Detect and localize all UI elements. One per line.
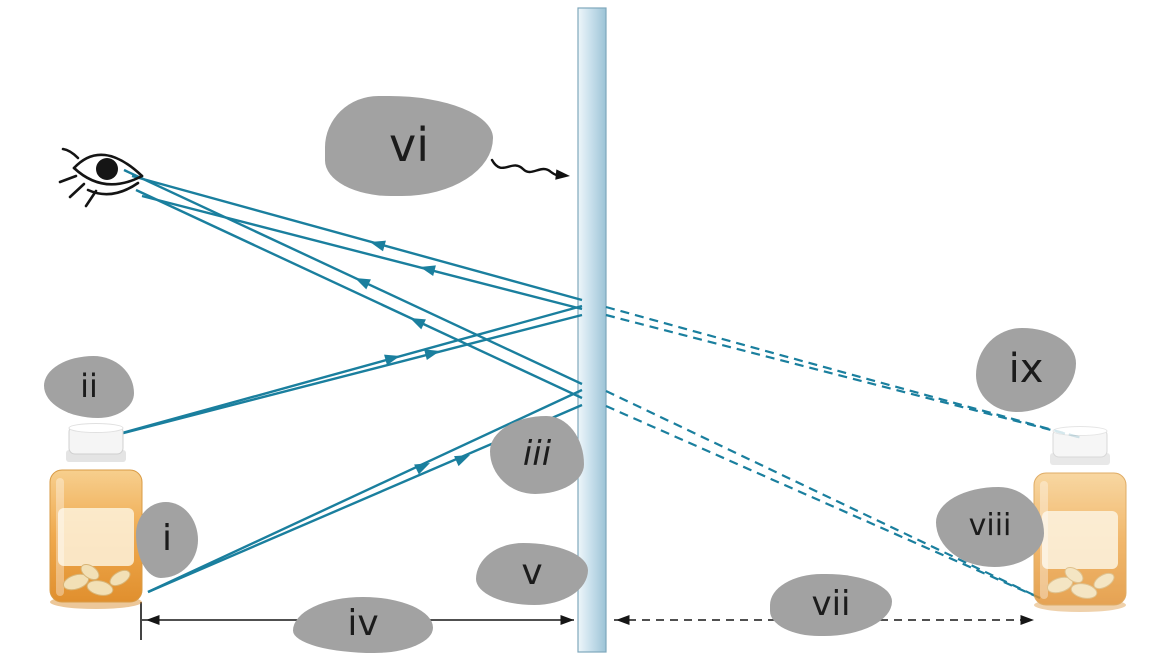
label-i: i — [136, 502, 198, 578]
object-bottle — [49, 423, 143, 610]
label-v: v — [476, 543, 588, 605]
virtual-ray-bottom-1 — [605, 390, 1041, 599]
reflected-ray-2 — [141, 194, 583, 311]
reflected-ray-4 — [135, 188, 583, 400]
label-iv: iv — [293, 597, 433, 653]
label-ix-text: ix — [1008, 346, 1044, 392]
eye-icon — [58, 147, 144, 208]
label-vi-text: vi — [388, 118, 429, 172]
label-ix: ix — [976, 328, 1076, 412]
label-v-text: v — [521, 552, 543, 593]
virtual-ray-top-2 — [605, 313, 1083, 440]
reflected-ray-1 — [131, 174, 583, 302]
label-vii: vii — [770, 574, 892, 636]
label-ii-text: ii — [80, 367, 98, 405]
label-ii: ii — [44, 356, 134, 418]
squiggle-arrow — [490, 158, 571, 182]
virtual-ray-top-1 — [605, 305, 1083, 440]
label-iii: iii — [490, 416, 584, 494]
label-viii: viii — [936, 487, 1044, 567]
virtual-ray-bottom-2 — [605, 404, 1041, 600]
ray-arrowheads — [352, 236, 473, 475]
mirror — [577, 7, 607, 653]
incident-ray-2 — [103, 313, 583, 440]
label-iv-text: iv — [347, 603, 379, 644]
reflected-ray-3 — [123, 168, 583, 386]
incident-ray-1 — [103, 304, 583, 440]
label-viii-text: viii — [968, 508, 1012, 543]
label-i-text: i — [161, 518, 172, 559]
virtual-rays — [605, 305, 1083, 600]
label-vii-text: vii — [811, 584, 851, 624]
label-vi: vi — [325, 96, 493, 196]
virtual-image-bottle — [1033, 426, 1127, 613]
real-rays — [103, 168, 583, 594]
label-iii-text: iii — [522, 434, 552, 474]
